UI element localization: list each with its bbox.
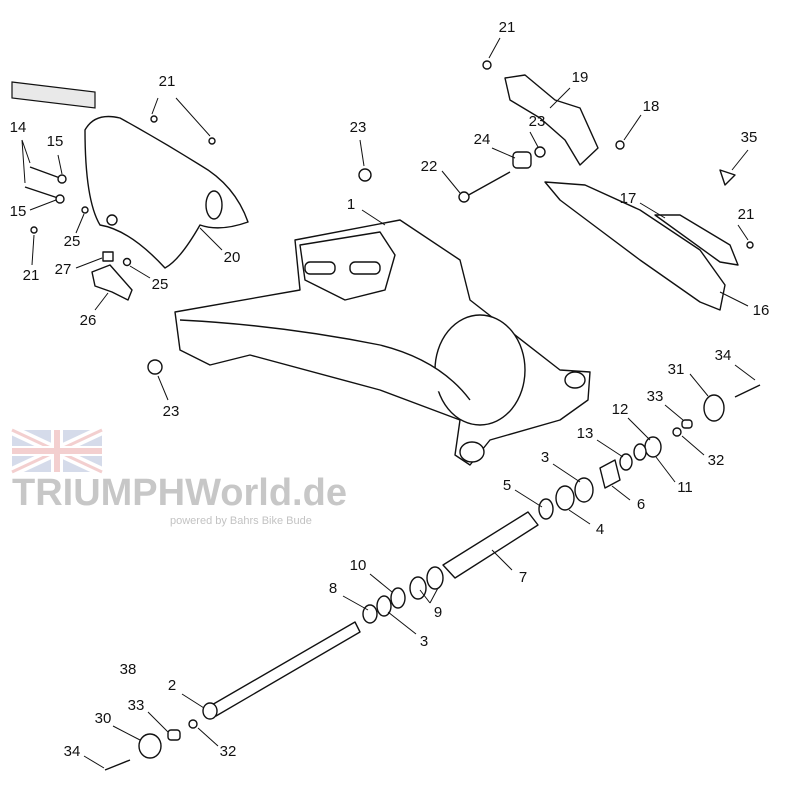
callout: 7 [519,569,527,586]
watermark-brand: TRIUMPHWorld.de [12,472,347,514]
callout: 17 [620,190,637,207]
callout: 23 [350,119,367,136]
chain-guard-20 [11,81,249,269]
washers-left [362,566,444,624]
callout: 31 [668,361,685,378]
callout: 33 [128,697,145,714]
callout: 22 [421,158,438,175]
callout: 19 [572,69,589,86]
spacer-7 [442,511,539,579]
callout: 4 [596,521,604,538]
callout: 1 [347,196,355,213]
callout: 18 [643,98,660,115]
axle-2 [104,621,361,771]
callout: 38 [120,661,137,678]
callout: 13 [577,425,594,442]
callout: 27 [55,261,72,278]
callout: 21 [159,73,176,90]
callout: 21 [23,267,40,284]
callout: 34 [715,347,732,364]
fasteners-upper [147,60,754,375]
callout: 6 [637,496,645,513]
callout: 26 [80,312,97,329]
bolts-14-15 [24,115,216,234]
callout: 9 [434,604,442,621]
callout: 30 [95,710,112,727]
callout: 3 [541,449,549,466]
callout: 14 [10,119,27,136]
bracket-26 [91,251,133,301]
callout: 5 [503,477,511,494]
callout-labels: 21 21 19 18 23 23 24 14 15 35 22 1 17 15… [10,19,770,760]
callout: 32 [708,452,725,469]
callout: 23 [529,113,546,130]
chain-slider-16-17 [544,181,739,311]
union-jack-flag-icon [9,425,105,477]
callout: 12 [612,401,629,418]
callout: 24 [474,131,491,148]
watermark: TRIUMPHWorld.de powered by Bahrs Bike Bu… [9,425,347,527]
callout: 21 [738,206,755,223]
bracket-19 [504,74,599,166]
watermark-tagline: powered by Bahrs Bike Bude [170,515,312,527]
callout: 16 [753,302,770,319]
callout: 11 [677,479,693,496]
callout: 8 [329,580,337,597]
callout: 15 [10,203,27,220]
callout: 32 [220,743,237,760]
swingarm-1 [174,219,591,466]
callout: 34 [64,743,81,760]
callout: 33 [647,388,664,405]
callout: 25 [152,276,169,293]
callout: 21 [499,19,516,36]
callout: 25 [64,233,81,250]
bearings-right [538,384,761,520]
callout: 10 [350,557,367,574]
callout: 23 [163,403,180,420]
callout: 20 [224,249,241,266]
leader-lines [21,37,756,769]
callout: 3 [420,633,428,650]
callout: 35 [741,129,758,146]
callout: 2 [168,677,176,694]
callout: 15 [47,133,64,150]
